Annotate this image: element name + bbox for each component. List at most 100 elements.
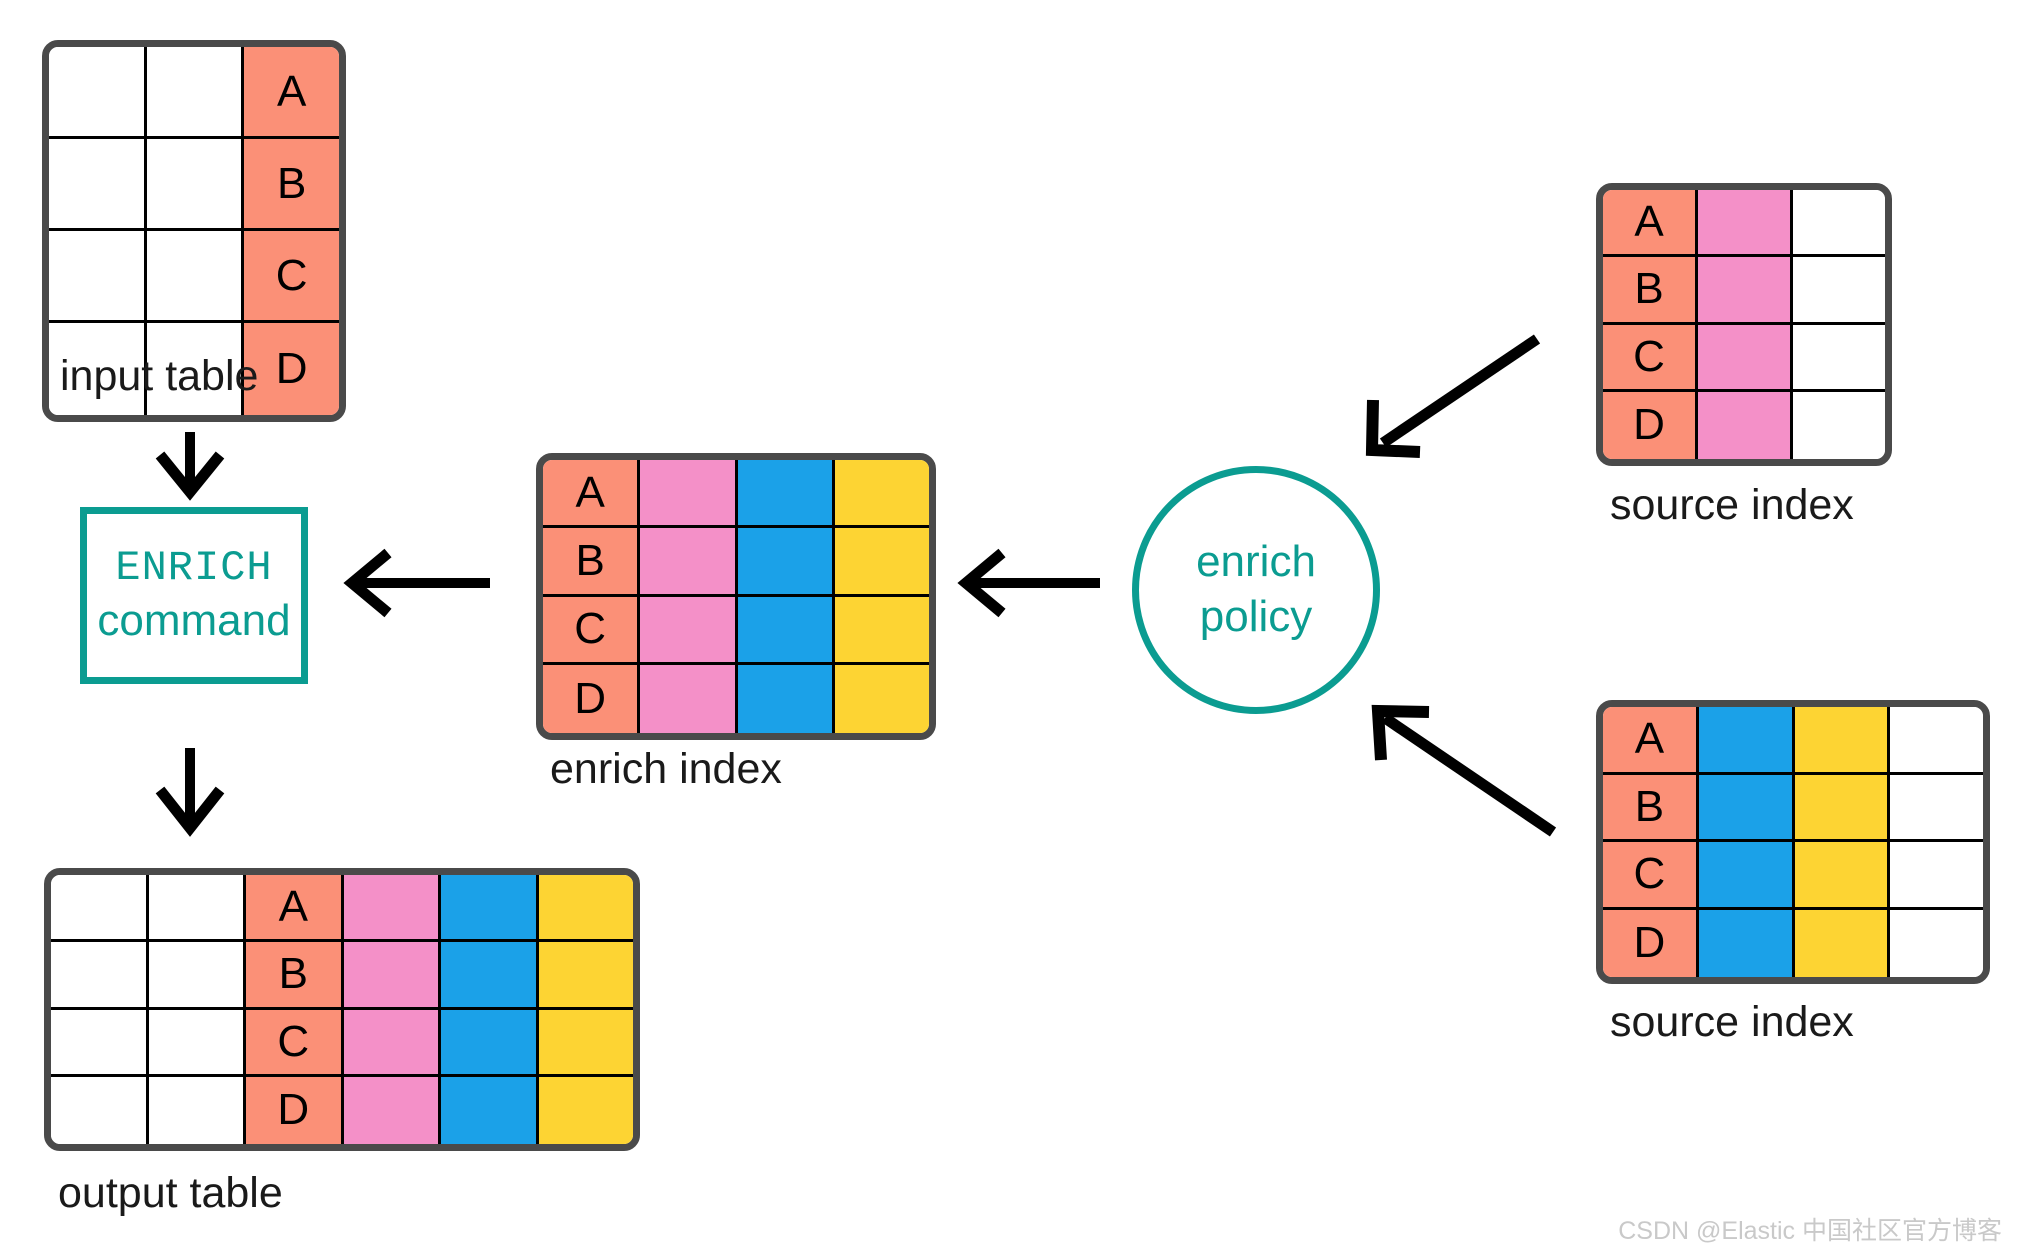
table-cell xyxy=(640,596,738,665)
arrow-enrich-index-to-command xyxy=(343,548,490,618)
table-row: D xyxy=(1603,909,1983,977)
table-cell xyxy=(148,1009,246,1077)
watermark-text: CSDN @Elastic 中国社区官方博客 xyxy=(1618,1217,2002,1245)
table-cell xyxy=(538,1009,633,1077)
table-cell: D xyxy=(244,323,339,415)
table-cell xyxy=(737,528,835,597)
source-index-top-caption: source index xyxy=(1610,481,1854,529)
table-cell xyxy=(49,323,147,415)
input-table-caption: input table xyxy=(60,352,259,400)
table-cell xyxy=(1698,391,1793,459)
table-cell: B xyxy=(244,139,339,231)
table-cell xyxy=(1890,909,1983,977)
table-cell xyxy=(1793,324,1885,392)
table-cell xyxy=(1794,909,1891,977)
enrich-policy-circle[interactable]: enrich policy xyxy=(1132,466,1380,714)
table-row: B xyxy=(543,528,929,597)
table-cell: C xyxy=(1603,324,1698,392)
table-cell: D xyxy=(246,1076,344,1144)
table-cell xyxy=(834,460,929,529)
table-cell xyxy=(1698,842,1795,910)
table-cell: B xyxy=(543,528,641,597)
table-cell: B xyxy=(1603,774,1699,842)
table-cell xyxy=(1890,774,1983,842)
table-row: D xyxy=(543,664,929,733)
table-cell xyxy=(1698,707,1795,775)
table-cell xyxy=(1794,707,1891,775)
table-row: A xyxy=(1603,707,1983,775)
enrich-policy-line1: enrich xyxy=(1196,537,1316,587)
table-cell: C xyxy=(543,596,641,665)
table-cell xyxy=(146,47,245,139)
enrich-command-keyword: ENRICH xyxy=(115,544,273,593)
table-cell xyxy=(49,47,147,139)
table-row: C xyxy=(1603,842,1983,910)
table-cell xyxy=(146,323,245,415)
table-row: C xyxy=(543,596,929,665)
output-table-caption: output table xyxy=(58,1169,283,1217)
enrich-command-word: command xyxy=(97,596,291,646)
table-cell xyxy=(640,460,738,529)
table-row: B xyxy=(1603,774,1983,842)
table-cell xyxy=(737,596,835,665)
table-cell xyxy=(538,875,633,943)
table-cell xyxy=(49,231,147,323)
table-cell: A xyxy=(1603,707,1699,775)
table-cell xyxy=(834,664,929,733)
table-cell xyxy=(1794,842,1891,910)
table-row: D xyxy=(49,323,339,415)
table-row: D xyxy=(51,1076,633,1144)
table-row: A xyxy=(1603,190,1885,258)
table-row: B xyxy=(1603,257,1885,325)
table-row: C xyxy=(49,231,339,323)
table-cell xyxy=(343,1076,441,1144)
enrich-policy-line2: policy xyxy=(1199,592,1313,641)
table-row: C xyxy=(51,1009,633,1077)
arrow-enrich-command-to-output xyxy=(155,748,225,837)
table-cell xyxy=(640,528,738,597)
table-cell xyxy=(51,1076,149,1144)
table-cell: D xyxy=(1603,909,1699,977)
table-cell xyxy=(148,942,246,1010)
table-cell: C xyxy=(1603,842,1699,910)
table-cell xyxy=(737,664,835,733)
table-row: B xyxy=(51,942,633,1010)
table-cell xyxy=(441,875,539,943)
table-cell: B xyxy=(246,942,344,1010)
table-cell xyxy=(1793,257,1885,325)
table-cell xyxy=(343,1009,441,1077)
arrow-policy-to-enrich-index xyxy=(957,548,1100,618)
arrow-input-to-enrich-command xyxy=(155,432,225,501)
table-cell xyxy=(1890,707,1983,775)
table-cell xyxy=(834,596,929,665)
table-cell xyxy=(538,1076,633,1144)
table-cell xyxy=(51,942,149,1010)
table-cell xyxy=(343,942,441,1010)
table-cell xyxy=(834,528,929,597)
arrow-source-bottom-to-policy xyxy=(1371,704,1557,837)
table-cell xyxy=(1890,842,1983,910)
table-cell xyxy=(148,875,246,943)
table-cell: D xyxy=(1603,391,1698,459)
table-cell xyxy=(1794,774,1891,842)
table-cell xyxy=(538,942,633,1010)
table-cell xyxy=(441,942,539,1010)
table-cell xyxy=(1698,324,1793,392)
table-cell xyxy=(146,231,245,323)
table-cell xyxy=(640,664,738,733)
table-cell xyxy=(441,1076,539,1144)
arrow-source-top-to-policy xyxy=(1365,334,1541,458)
table-cell: C xyxy=(244,231,339,323)
table-cell xyxy=(1698,190,1793,258)
table-cell xyxy=(737,460,835,529)
table-row: D xyxy=(1603,391,1885,459)
table-cell xyxy=(51,1009,149,1077)
table-row: B xyxy=(49,139,339,231)
table-cell: C xyxy=(246,1009,344,1077)
table-cell: A xyxy=(246,875,344,943)
table-row: A xyxy=(49,47,339,139)
enrich-command-box[interactable]: ENRICH command xyxy=(80,507,308,684)
